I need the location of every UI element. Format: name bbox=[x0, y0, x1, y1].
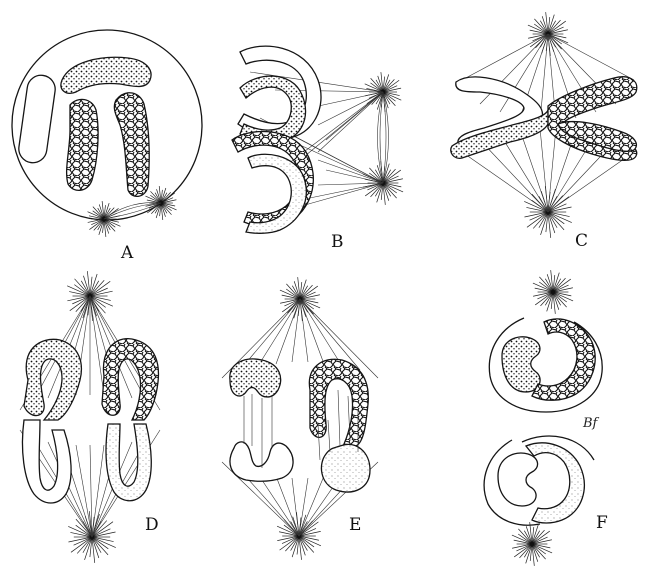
spindle-fiber bbox=[480, 140, 548, 212]
chromosome bbox=[24, 339, 81, 420]
spindle-fiber bbox=[318, 92, 383, 125]
chromosome bbox=[106, 424, 151, 501]
spindle-fiber bbox=[548, 152, 634, 212]
chromosome bbox=[526, 443, 584, 523]
chromosome bbox=[230, 359, 281, 397]
spindle-fiber bbox=[500, 134, 548, 212]
spindle-fiber bbox=[462, 152, 548, 212]
panel-f: Bf F bbox=[484, 270, 608, 566]
panel-label-d: D bbox=[145, 515, 159, 535]
panel-label-b: B bbox=[331, 232, 344, 252]
panel-label-c: C bbox=[575, 231, 588, 251]
panel-label-e: E bbox=[349, 515, 361, 535]
aster bbox=[533, 270, 573, 314]
chromosome bbox=[498, 453, 538, 506]
panel-label-f: F bbox=[596, 513, 608, 533]
chromosome bbox=[502, 337, 540, 392]
chromosome bbox=[17, 73, 57, 164]
chromosome bbox=[230, 442, 293, 481]
spindle-fiber bbox=[318, 92, 383, 152]
spindle-fiber bbox=[90, 296, 104, 395]
aster bbox=[512, 522, 552, 566]
aster-ray bbox=[92, 539, 94, 562]
chromosome bbox=[114, 93, 149, 197]
panel-c: C bbox=[451, 12, 637, 251]
artist-signature: Bf bbox=[582, 416, 600, 431]
spindle-fiber bbox=[300, 299, 308, 362]
panel-b: B bbox=[232, 46, 403, 252]
centrosome bbox=[550, 289, 555, 294]
spindle-fiber bbox=[292, 299, 300, 362]
panel-label-a: A bbox=[120, 243, 134, 263]
chromosome bbox=[321, 444, 370, 492]
panel-a: A bbox=[12, 30, 202, 263]
centrosome bbox=[529, 541, 534, 546]
spindle-fiber bbox=[318, 160, 383, 183]
chromosome bbox=[61, 57, 151, 93]
panel-d: D bbox=[20, 271, 160, 563]
aster-ray bbox=[548, 214, 550, 237]
chromosome bbox=[102, 339, 158, 420]
chromosome bbox=[67, 99, 98, 190]
panel-e: E bbox=[222, 277, 378, 560]
central-spindle bbox=[378, 92, 389, 183]
